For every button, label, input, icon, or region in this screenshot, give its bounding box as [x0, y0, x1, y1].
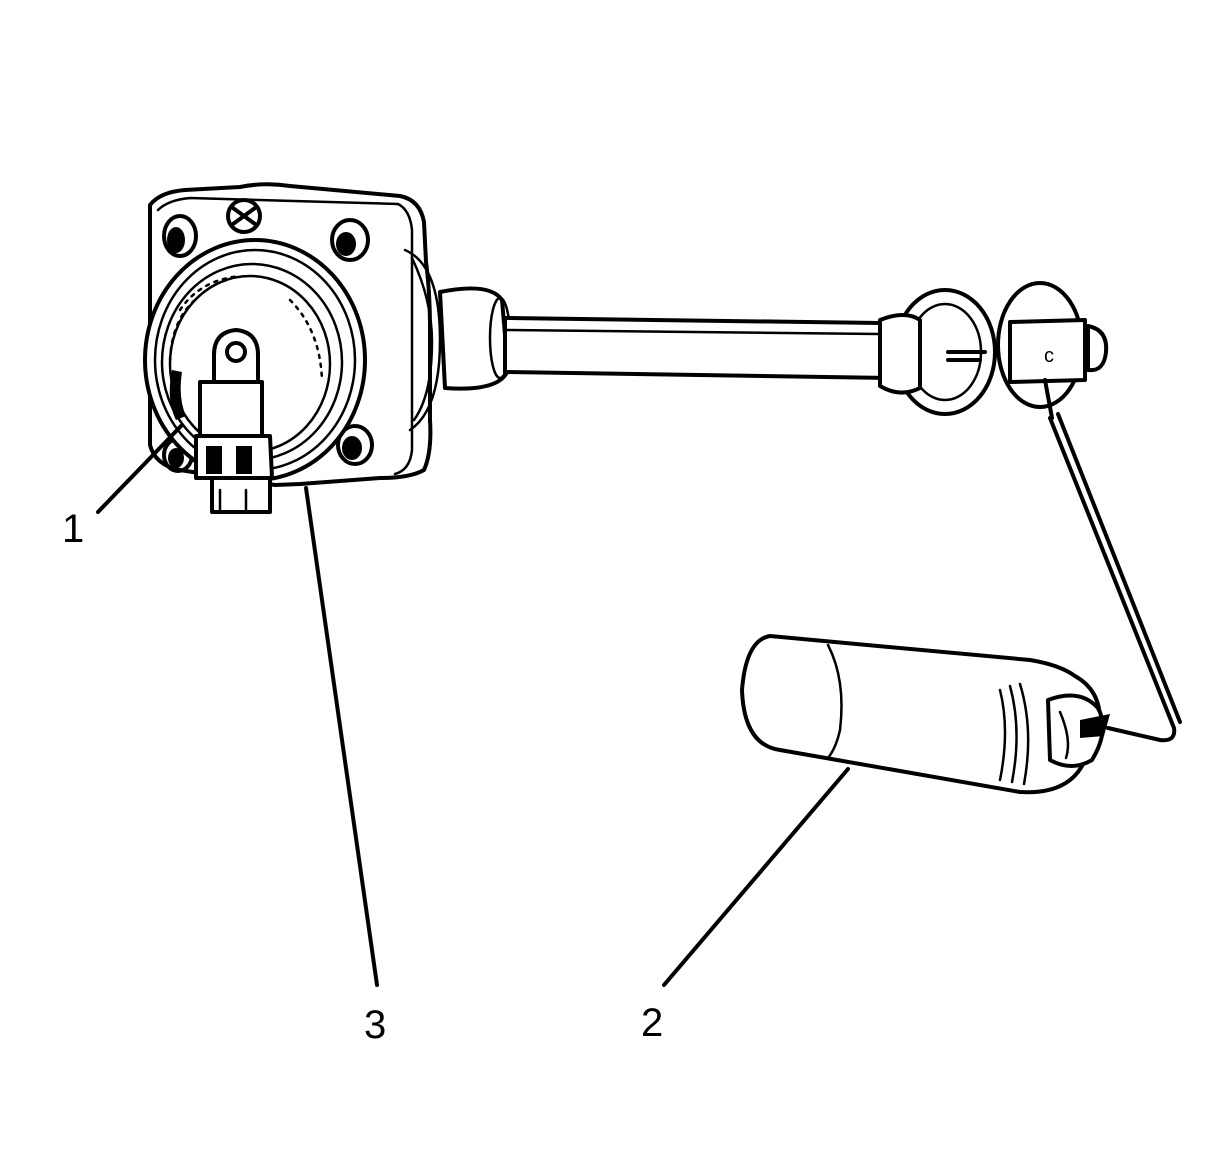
- sensor-housing: [143, 182, 442, 514]
- callout-2: 2: [641, 1001, 663, 1045]
- float: [740, 634, 1110, 795]
- float-arm-shaft: c: [438, 281, 1109, 416]
- svg-text:c: c: [1044, 345, 1054, 367]
- callout-1: 1: [62, 507, 84, 551]
- leader-line-3: [304, 486, 379, 987]
- leader-lines: [96, 423, 850, 987]
- callout-3: 3: [364, 1003, 386, 1047]
- leader-line-2: [662, 767, 850, 987]
- float-arm-wire: [1043, 378, 1182, 743]
- leader-line-1: [96, 423, 184, 514]
